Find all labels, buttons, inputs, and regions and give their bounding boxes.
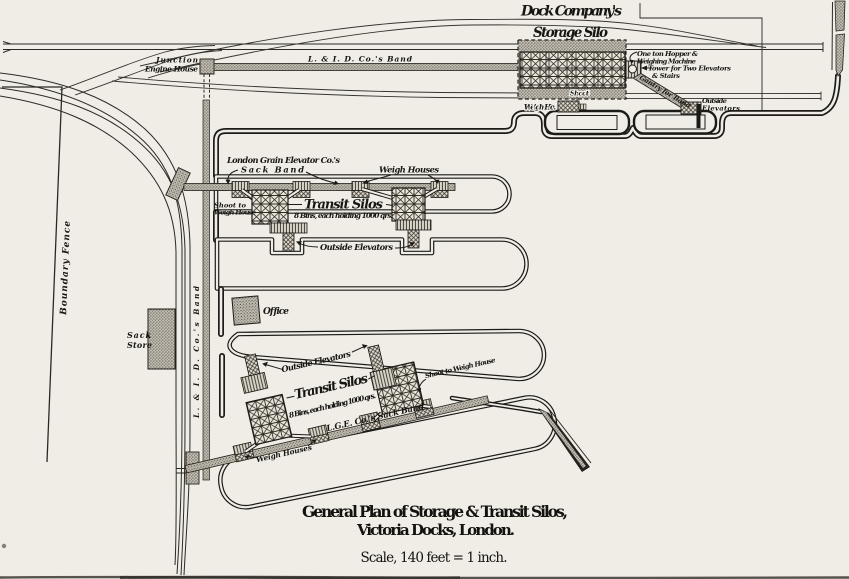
sack-store: Sack Store bbox=[127, 308, 176, 370]
junction-engine-house: Junction Engine House bbox=[144, 56, 215, 100]
office-label: Office bbox=[263, 307, 289, 317]
lid-band-vertical-label: L. & I. D. Co.'s Band bbox=[192, 286, 201, 419]
junction-engine-house-label1: Junction bbox=[154, 56, 198, 65]
building-boundary bbox=[639, 3, 763, 111]
caption-scale: Scale, 140 feet = 1 inch. bbox=[361, 550, 508, 566]
transit-silo bbox=[251, 189, 289, 225]
lid-band-vertical: L. & I. D. Co.'s Band bbox=[165, 99, 210, 485]
storage-silo bbox=[517, 39, 702, 128]
upper-sack-band-label2: Sack Band bbox=[241, 165, 304, 175]
scan-artifacts bbox=[0, 543, 849, 579]
weigh-house-dock bbox=[557, 100, 580, 113]
transit-silo bbox=[245, 393, 293, 446]
shoot-label: Shoot bbox=[570, 90, 590, 98]
upper-weigh-houses bbox=[231, 181, 449, 198]
hopper-label1: One ton Hopper & bbox=[637, 50, 699, 58]
upper-outside-elevators bbox=[269, 219, 432, 252]
tower-label2: & Stairs bbox=[652, 72, 680, 80]
lower-sack-band bbox=[184, 395, 490, 474]
caption: General Plan of Storage & Transit Silos,… bbox=[302, 502, 568, 566]
upper-shoot-to-weigh-house-label2: Weigh House bbox=[214, 209, 257, 217]
barges bbox=[543, 109, 718, 136]
dock-outside-elevators-label2: Elevators bbox=[701, 105, 740, 113]
dock-company-label2: Storage Silo bbox=[533, 25, 608, 41]
caption-title-line2: Victoria Docks, London. bbox=[356, 521, 515, 539]
weigh-ho-label: Weigh Ho. bbox=[524, 103, 556, 112]
transit-silo bbox=[391, 187, 426, 222]
sack-store-label2: Store bbox=[127, 340, 152, 350]
dock-outside-elevators-label1: Outside bbox=[702, 97, 728, 105]
boundary-fence: Boundary Fence bbox=[2, 86, 73, 463]
upper-weigh-houses-label: Weigh Houses bbox=[379, 165, 439, 175]
barge bbox=[632, 109, 718, 135]
dock-company-label1: Dock Company's bbox=[520, 4, 622, 20]
hopper-label2: Weighing Machine bbox=[637, 58, 697, 66]
north-quay bbox=[213, 73, 841, 179]
upper-bins-label: 8 Bins, each holding 1000 qrs. bbox=[294, 211, 393, 220]
right-edge-jetty bbox=[831, 0, 846, 77]
junction-engine-house-label2: Engine House bbox=[144, 65, 198, 74]
upper-transit-silos-label: Transit Silos bbox=[304, 198, 384, 213]
sack-store-label1: Sack bbox=[127, 330, 151, 340]
upper-sack-band-label1: London Grain Elevator Co.'s bbox=[226, 155, 340, 165]
office: Office bbox=[231, 295, 289, 326]
barge bbox=[543, 109, 631, 136]
upper-outside-elevators-label: Outside Elevators bbox=[320, 242, 393, 252]
lower-outside-elevators bbox=[240, 344, 397, 394]
upper-shoot-to-weigh-house-label1: Shoot to bbox=[214, 202, 246, 210]
outside-elevator-dock bbox=[680, 101, 702, 115]
tower-label1: Tower for Two Elevators bbox=[648, 65, 731, 73]
upper-transit-silos bbox=[183, 181, 456, 252]
caption-title-line1: General Plan of Storage & Transit Silos, bbox=[302, 502, 568, 521]
lid-band-horizontal-label: L. & I. D. Co.'s Band bbox=[307, 55, 413, 64]
upper-sack-band bbox=[183, 183, 456, 191]
boundary-fence-label: Boundary Fence bbox=[59, 220, 73, 316]
